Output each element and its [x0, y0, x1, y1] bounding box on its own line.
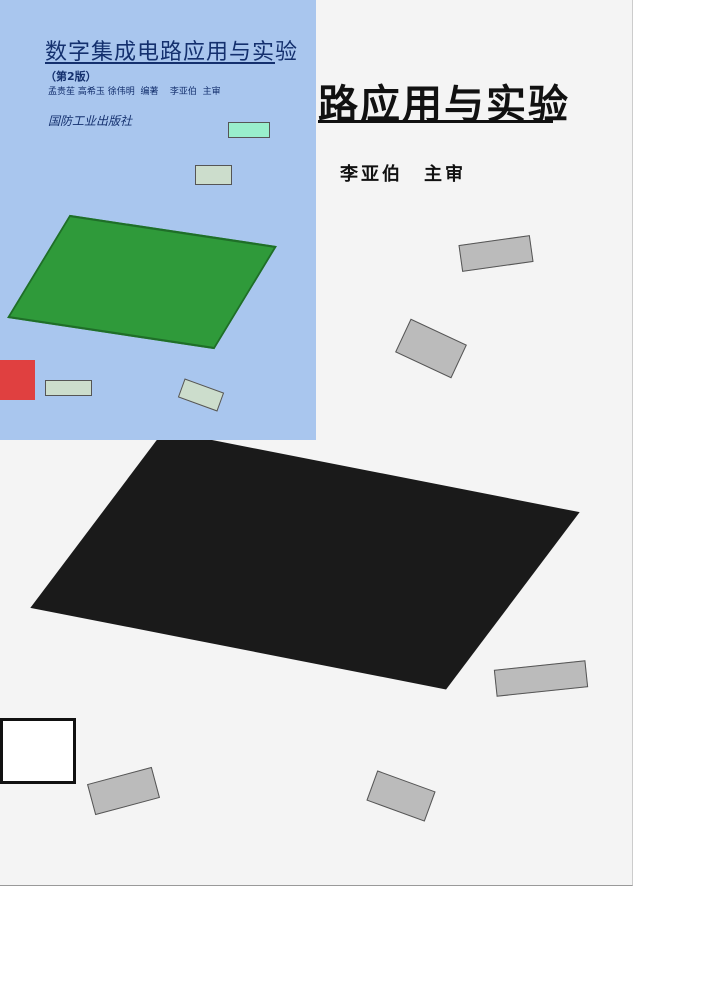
cover-edition: （第2版） — [45, 70, 97, 83]
cover-title-underline — [45, 62, 275, 64]
circuit-board-illustration — [30, 430, 580, 690]
cover-authors: 孟贵苼 高希玉 徐伟明 编著 李亚伯 主审 — [48, 87, 221, 97]
ic-chip-illustration — [395, 318, 467, 379]
ic-chip-illustration — [87, 766, 160, 816]
ic-chip-illustration — [195, 165, 232, 185]
ic-chip-illustration — [366, 770, 436, 822]
ic-chip-illustration — [177, 378, 225, 412]
library-stamp — [0, 718, 76, 784]
cover-publisher: 国防工业出版社 — [48, 114, 133, 128]
red-library-label — [0, 360, 35, 400]
ic-chip-illustration — [458, 235, 534, 272]
ic-chip-illustration — [45, 380, 92, 396]
cover-title: 数字集成电路应用与实验 — [45, 40, 299, 65]
ic-chip-illustration — [228, 122, 270, 138]
reviewer-credit: 李亚伯 主审 — [340, 164, 466, 185]
ic-chip-illustration — [493, 660, 589, 697]
green-circuit-board-illustration — [7, 214, 277, 350]
front-cover-thumbnail: 数字集成电路应用与实验 （第2版） 孟贵苼 高希玉 徐伟明 编著 李亚伯 主审 … — [0, 0, 316, 440]
title-underline — [318, 120, 553, 123]
